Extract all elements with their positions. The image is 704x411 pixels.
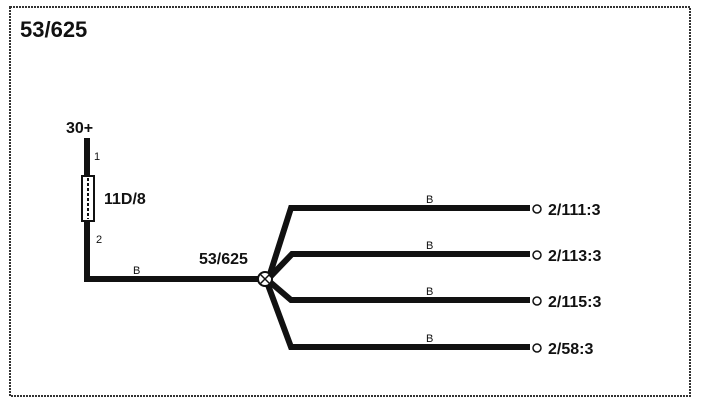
terminal-2-ring: [532, 250, 542, 260]
supply-pin-bottom: 2: [96, 234, 102, 246]
branch-wire-4: [265, 283, 530, 350]
terminal-4-label: 2/58:3: [548, 341, 593, 358]
branch-2-color: B: [426, 240, 433, 252]
splice-cross-b: [259, 273, 271, 285]
branch-3-color: B: [426, 286, 433, 298]
supply-label: 30+: [66, 120, 93, 137]
diagram-title: 53/625: [20, 17, 87, 42]
trunk-wire-color: B: [133, 265, 140, 277]
branch-wire-2: [267, 251, 530, 280]
terminal-4-ring: [532, 343, 542, 353]
branch-4-color: B: [426, 333, 433, 345]
branch-wire-3: [268, 279, 530, 303]
terminal-1-label: 2/111:3: [548, 202, 601, 219]
terminal-3-ring: [532, 296, 542, 306]
terminal-1-ring: [532, 204, 542, 214]
branch-1-color: B: [426, 194, 433, 206]
terminal-2-label: 2/113:3: [548, 248, 601, 265]
diagram-frame: [9, 6, 691, 397]
terminal-3-label: 2/115:3: [548, 294, 601, 311]
trunk-wire: [84, 221, 258, 282]
supply-pin-top: 1: [94, 151, 100, 163]
splice-label: 53/625: [199, 251, 248, 268]
branch-wire-1: [267, 205, 530, 275]
fuse-label: 11D/8: [104, 191, 146, 208]
